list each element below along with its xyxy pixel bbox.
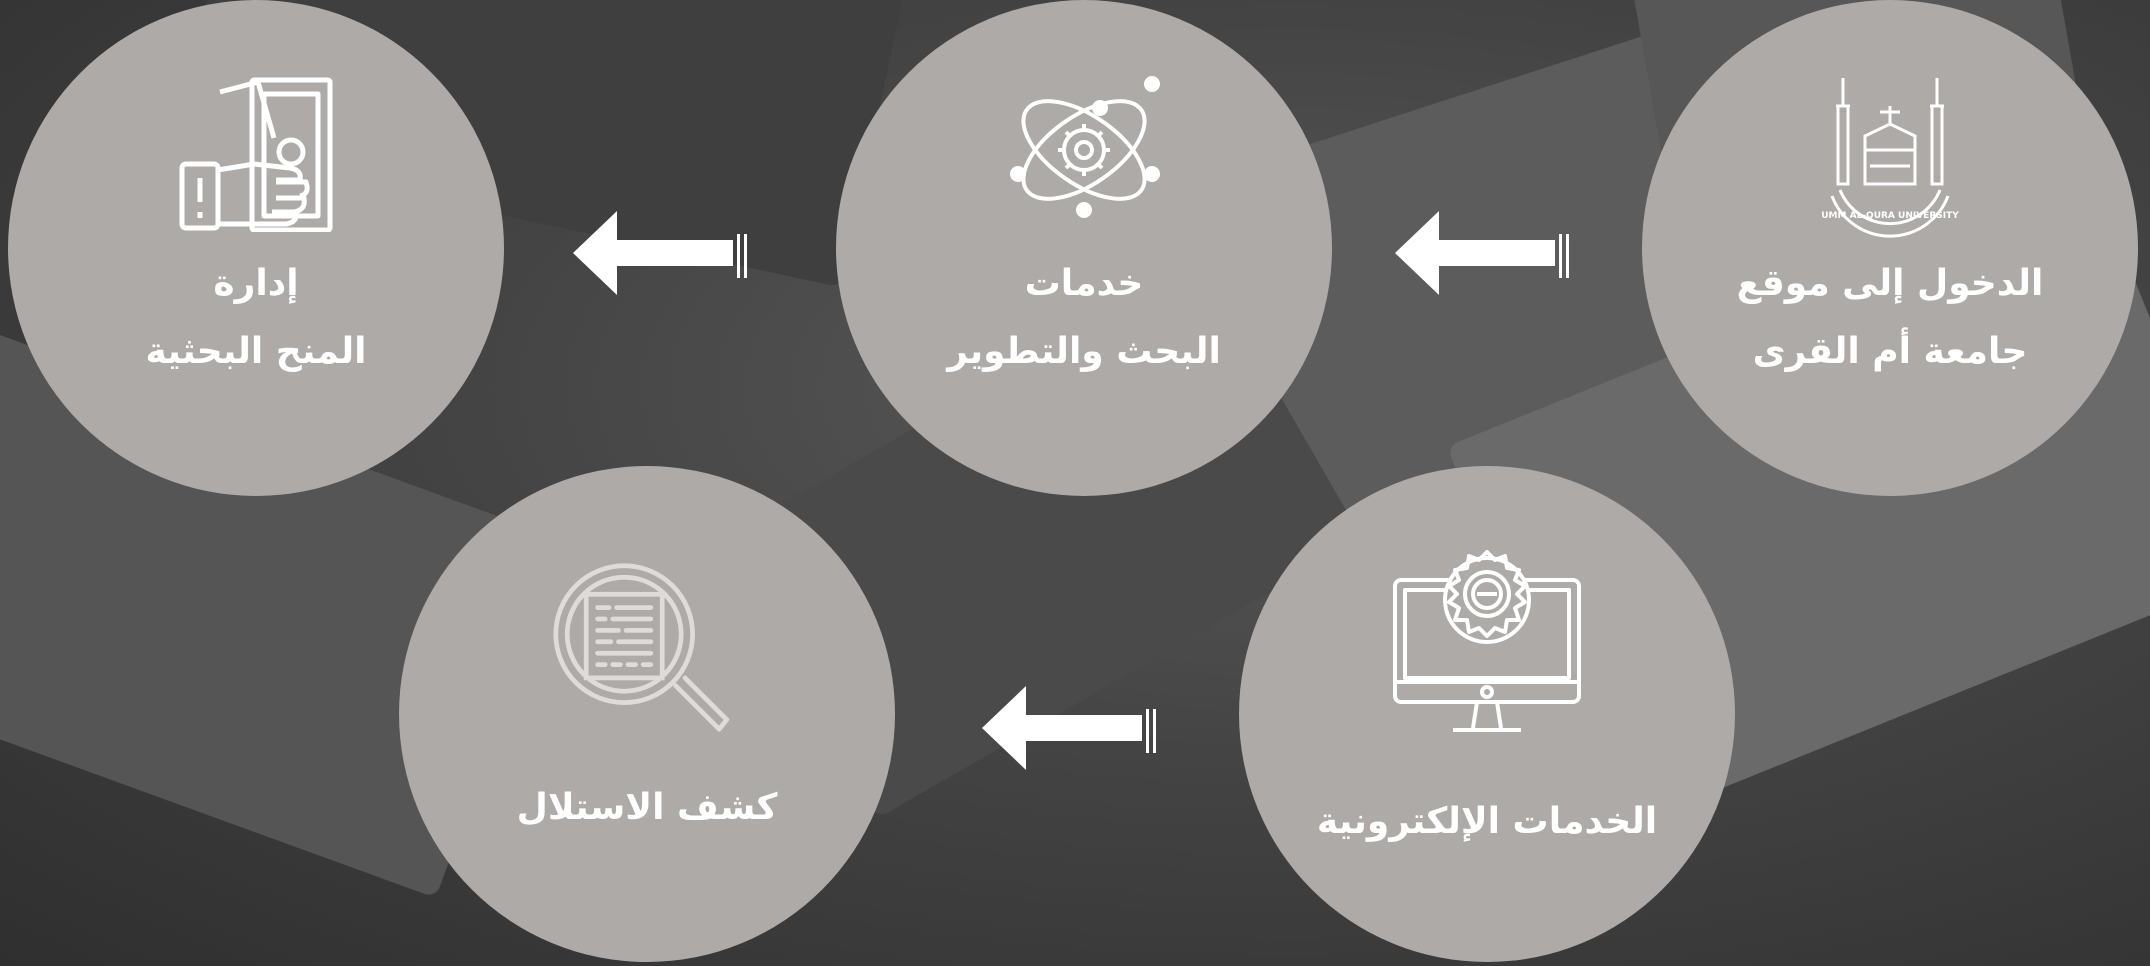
hand-money-icon — [179, 77, 333, 232]
step-label-line2: المنح البحثية — [145, 331, 367, 372]
step-label: الدخول إلى موقع جامعة أم القرى — [1737, 250, 2044, 386]
step-label-line1: إدارة — [213, 263, 299, 304]
step-label-line1: خدمات — [1024, 263, 1144, 304]
left-arrow-icon — [573, 211, 747, 295]
monitor-gear-icon — [1393, 550, 1581, 732]
step-label-line1: كشف الاستلال — [516, 787, 778, 828]
step-label-line2: جامعة أم القرى — [1752, 331, 2028, 372]
step-research-services[interactable]: خدمات البحث والتطوير — [836, 0, 1332, 496]
step-label-line2: البحث والتطوير — [947, 331, 1221, 372]
step-label-line1: الدخول إلى موقع — [1736, 263, 2044, 304]
atom-gear-icon — [1010, 76, 1160, 218]
left-arrow-icon — [982, 686, 1156, 770]
step-grants-management[interactable]: إدارة المنح البحثية — [8, 0, 504, 496]
left-arrow-icon — [1395, 211, 1569, 295]
step-plagiarism-check[interactable]: كشف الاستلال — [399, 466, 895, 962]
step-label: الخدمات الإلكترونية — [1317, 788, 1657, 856]
step-label: كشف الاستلال — [517, 774, 778, 842]
step-label-line1: الخدمات الإلكترونية — [1316, 801, 1658, 842]
magnifier-document-icon — [553, 563, 730, 732]
step-label: خدمات البحث والتطوير — [947, 250, 1221, 386]
university-emblem-icon: UMM AL-QURA UNIVERSITY — [1821, 78, 1959, 238]
step-label: إدارة المنح البحثية — [146, 250, 367, 386]
step-e-services[interactable]: الخدمات الإلكترونية — [1239, 466, 1735, 962]
svg-text:UMM AL-QURA UNIVERSITY: UMM AL-QURA UNIVERSITY — [1821, 211, 1959, 221]
step-uqu-site[interactable]: UMM AL-QURA UNIVERSITY الدخول إلى موقع ج… — [1642, 0, 2138, 496]
